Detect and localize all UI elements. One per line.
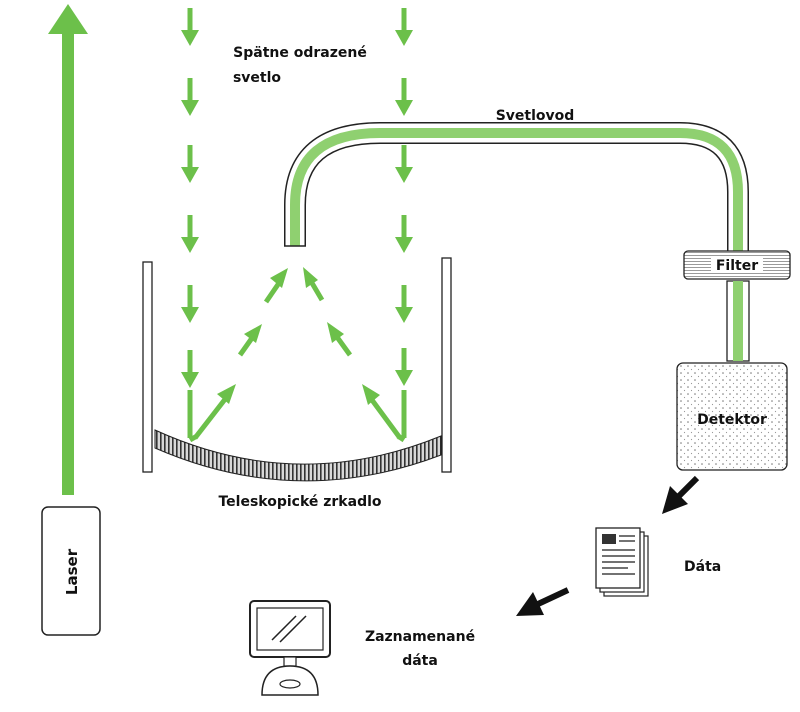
light-guide <box>284 122 749 252</box>
laser-unit: Laser <box>41 506 101 636</box>
reflect-ray-right-2 <box>327 322 353 357</box>
mirror-label: Teleskopické zrkadlo <box>218 494 381 510</box>
reflect-ray-left-2 <box>237 324 262 357</box>
reflected-rays <box>188 267 406 443</box>
computer-monitor-icon <box>249 600 331 696</box>
detector: Detektor <box>676 362 788 471</box>
reflect-ray-left-3 <box>263 268 288 304</box>
filter: Filter <box>683 250 791 280</box>
backscatter-arrow <box>395 8 413 46</box>
filter-label: Filter <box>716 258 758 274</box>
telescope-mirror <box>154 429 442 482</box>
detector-label: Detektor <box>697 412 767 428</box>
telescope-left-plate <box>142 261 153 473</box>
backscatter-arrow <box>181 8 199 46</box>
backscatter-arrow <box>181 78 199 116</box>
backscatter-arrow <box>181 350 199 388</box>
fiber-to-detector <box>726 280 750 362</box>
data-label: Dáta <box>684 559 721 575</box>
backscatter-arrow <box>181 145 199 183</box>
telescope-right-plate <box>441 257 452 473</box>
reflect-ray-right-1 <box>362 384 403 440</box>
backscatter-arrows <box>181 8 413 438</box>
reflect-ray-left-1 <box>193 384 236 440</box>
backscatter-label-line2: svetlo <box>233 70 281 86</box>
backscatter-arrow <box>395 348 413 386</box>
backscatter-arrow <box>181 285 199 323</box>
backscatter-arrow <box>395 285 413 323</box>
laser-beam <box>48 4 88 495</box>
recorded-data-label-line1: Zaznamenané <box>365 629 475 645</box>
light-guide-label: Svetlovod <box>496 108 575 124</box>
backscatter-arrow <box>395 215 413 253</box>
data-to-computer-arrow <box>516 587 570 616</box>
backscatter-arrow <box>181 215 199 253</box>
recorded-data-label-line2: dáta <box>402 653 438 669</box>
backscatter-label-line1: Spätne odrazené <box>233 45 367 61</box>
document-stack-icon <box>595 527 649 597</box>
backscatter-arrow <box>395 78 413 116</box>
detector-to-data-arrow <box>662 475 700 514</box>
laser-label: Laser <box>63 548 81 595</box>
backscatter-arrow <box>395 145 413 183</box>
reflect-ray-right-3 <box>303 267 325 302</box>
